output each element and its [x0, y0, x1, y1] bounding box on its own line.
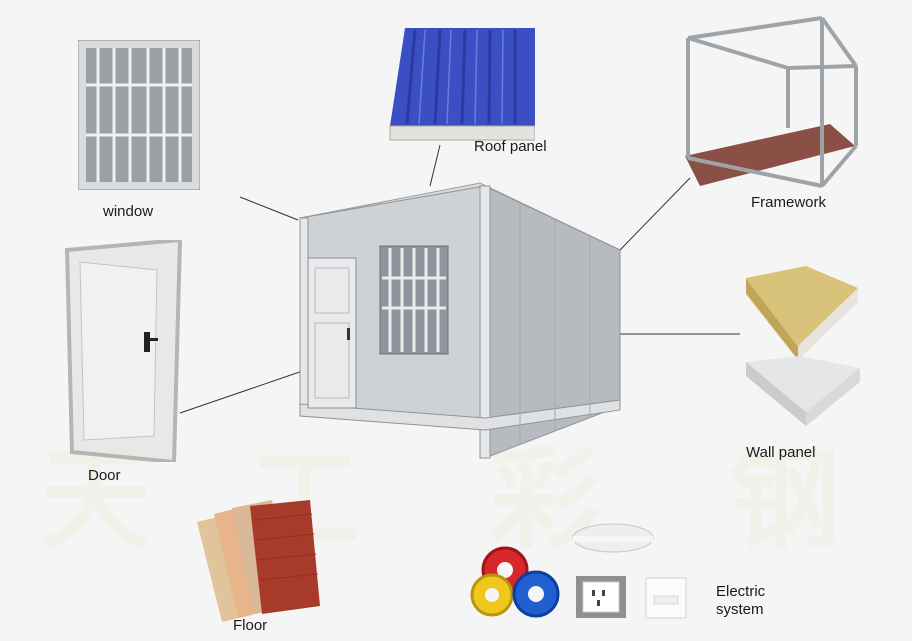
line-door: [179, 364, 321, 414]
line-framework: [619, 177, 691, 251]
door-image: [64, 240, 183, 462]
electric-system-image: [470, 523, 687, 619]
label-framework: Framework: [751, 194, 827, 211]
window-image: [78, 40, 200, 190]
label-wall-panel: Wall panel: [746, 444, 816, 461]
line-window: [239, 196, 299, 221]
label-roof-panel: Roof panel: [474, 138, 547, 155]
framework-image: [685, 16, 858, 188]
label-window: window: [103, 203, 154, 220]
watermark-char-4: 钢: [730, 436, 840, 564]
label-floor: Floor: [233, 617, 268, 634]
roof-panel-image: [389, 28, 535, 141]
label-electric-line1: Electric: [716, 583, 766, 600]
label-door: Door: [88, 467, 121, 484]
wall-panel-image: [745, 266, 860, 426]
label-electric-line2: system: [716, 601, 764, 618]
line-roof: [429, 144, 441, 187]
floor-image: [197, 500, 320, 622]
container-house-image: [298, 182, 622, 459]
